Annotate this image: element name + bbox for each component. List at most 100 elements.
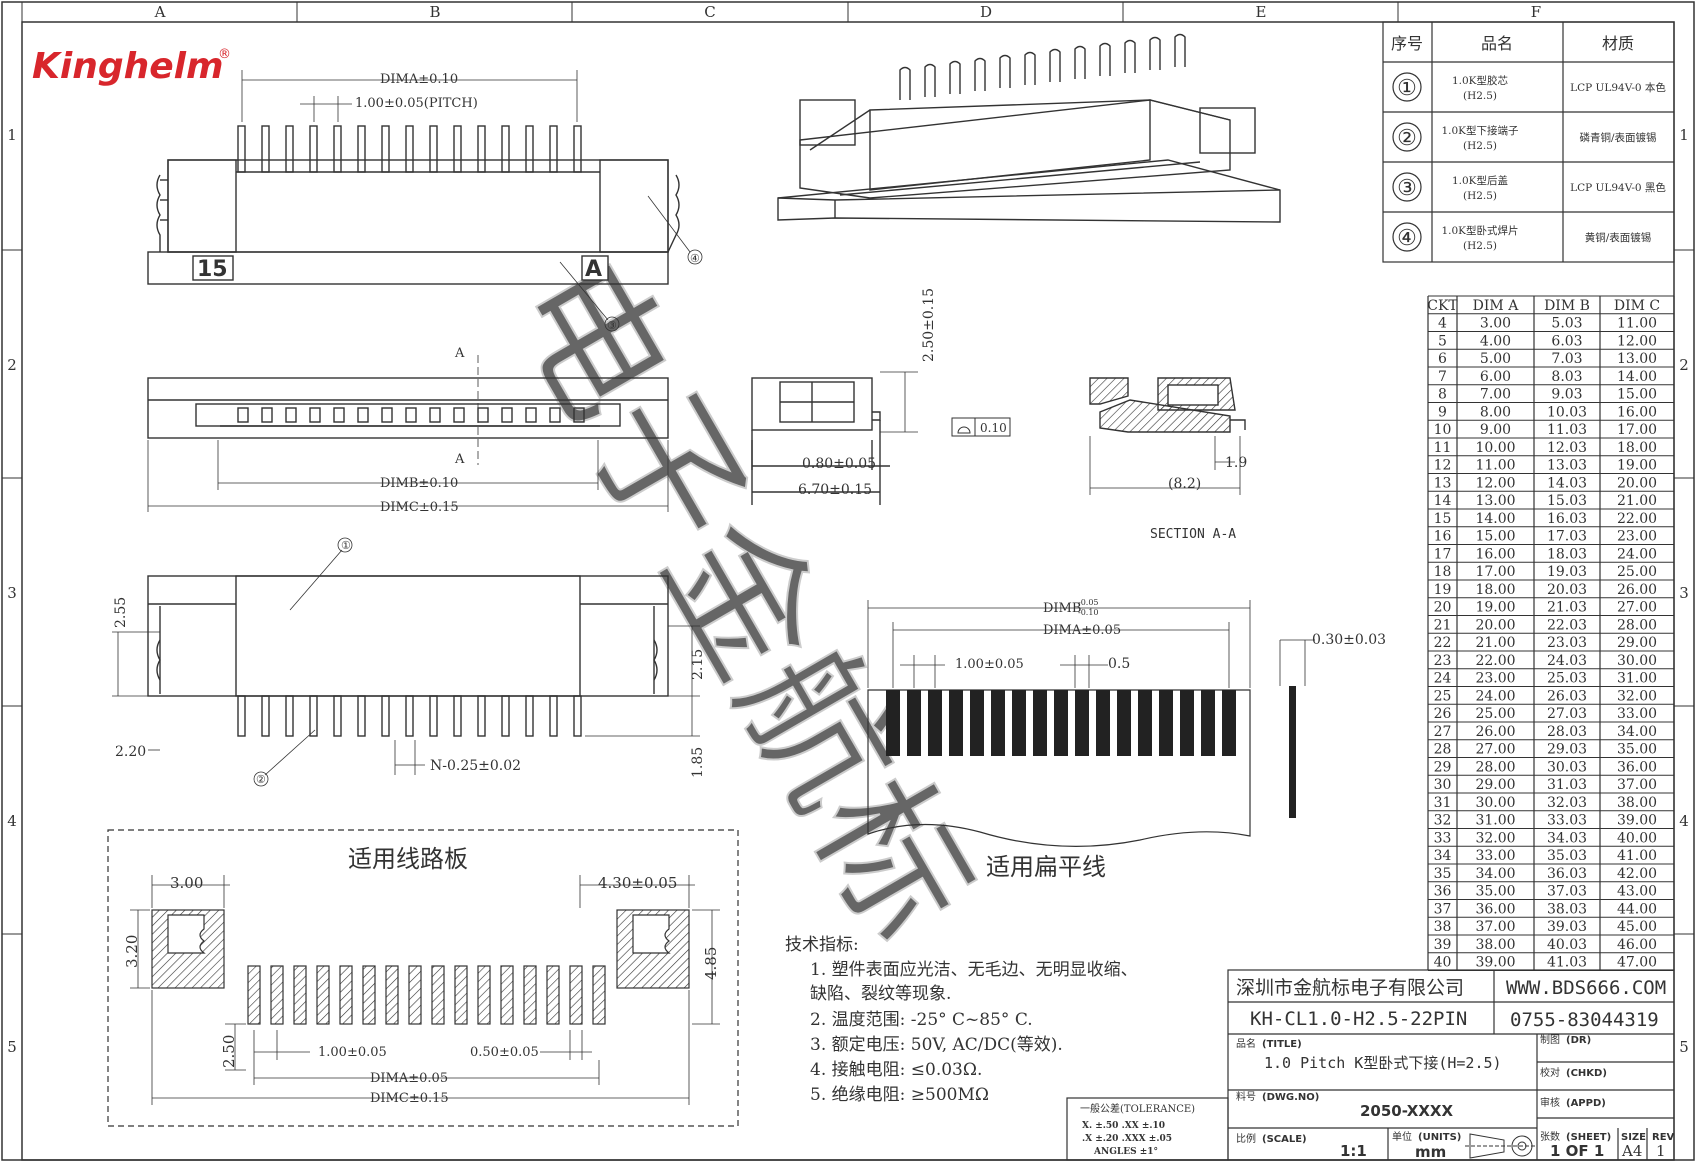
part-number: KH-CL1.0-H2.5-22PIN xyxy=(1250,1008,1467,1030)
dim-table-cell: 29 xyxy=(1434,759,1452,775)
dim-table-cell: 30.00 xyxy=(1617,653,1657,669)
note-1b: 缺陷、裂纹等现象. xyxy=(810,984,951,1004)
row-label-4-right: 4 xyxy=(1679,812,1689,830)
company-phone: 0755-83044319 xyxy=(1510,1009,1659,1031)
dim-table-cell: 20.00 xyxy=(1475,617,1515,633)
dim-table-cell: 10.00 xyxy=(1475,440,1515,456)
dim-table-cell: 31.00 xyxy=(1475,813,1515,829)
dim-table-cell: 29.00 xyxy=(1475,777,1515,793)
dim-table-cell: 19 xyxy=(1434,582,1452,598)
note-2: 2. 温度范围: -25° C~85° C. xyxy=(810,1010,1033,1030)
dim-table-cell: 44.00 xyxy=(1617,901,1657,917)
section-dim-1-9: 1.9 xyxy=(1225,455,1247,471)
dim-table-cell: 4 xyxy=(1438,316,1447,332)
dim-table-cell: 12 xyxy=(1434,458,1452,474)
col-label-a: A xyxy=(154,3,166,21)
dim-table-cell: 19.00 xyxy=(1617,458,1657,474)
pcb-pads xyxy=(247,965,606,1025)
dim-table-cell: 37.00 xyxy=(1475,919,1515,935)
dwg-number: 2050-XXXX xyxy=(1360,1102,1453,1120)
dim-table-cell: 34.00 xyxy=(1475,866,1515,882)
dim-table-cell: 22.00 xyxy=(1475,653,1515,669)
note-5: 5. 绝缘电阻: ≥500MΩ xyxy=(810,1085,989,1105)
dim-table-cell: 27.00 xyxy=(1475,742,1515,758)
dim-table-cell: 11.00 xyxy=(1475,458,1515,474)
pcb-pad-width: 0.50±0.05 xyxy=(470,1045,539,1060)
dim-table-cell: 18.00 xyxy=(1475,582,1515,598)
bom-row-2-name: 1.0K型下接端子 xyxy=(1441,124,1518,137)
tolerance-line-3: ANGLES ±1° xyxy=(1093,1147,1158,1157)
units-label: 单位 xyxy=(1392,1130,1412,1143)
logo-reg-mark: ® xyxy=(218,47,231,62)
tail-dim: 0.80±0.05 xyxy=(802,456,876,472)
bom-table: 序号 品名 材质 1.0K型胶芯 (H2.5) LCP UL94V-0 本色 1… xyxy=(1382,21,1675,263)
dim-table-cell: 24.00 xyxy=(1475,688,1515,704)
dim-table-cell: 12.00 xyxy=(1617,333,1657,349)
logo-text: Kinghelm xyxy=(32,46,224,87)
dim-2-15: 2.15 xyxy=(690,649,706,680)
company-name: 深圳市金航标电子有限公司 xyxy=(1236,977,1464,999)
callout-3-front: ③ xyxy=(607,319,617,332)
front-view xyxy=(147,70,703,332)
dim-table-cell: 25.03 xyxy=(1547,671,1587,687)
dim-table-cell: 26.03 xyxy=(1547,688,1587,704)
dim-table-cell: 15 xyxy=(1434,511,1452,527)
bom-header-material: 材质 xyxy=(1602,34,1634,53)
dim-table-cell: 21.00 xyxy=(1475,635,1515,651)
bom-row-2-mat: 磷青铜/表面镀锡 xyxy=(1579,131,1656,144)
dim-table-cell: 24 xyxy=(1434,671,1452,687)
dim-table-header: DIM B xyxy=(1544,298,1590,314)
dim-table-cell: 32.00 xyxy=(1475,830,1515,846)
dim-table-cell: 6.00 xyxy=(1480,369,1511,385)
pcb-dim-a: DIMA±0.05 xyxy=(370,1071,448,1086)
dim-table-cell: 35 xyxy=(1434,866,1452,882)
dim-table-cell: 35.03 xyxy=(1547,848,1587,864)
dim-table-cell: 38.00 xyxy=(1617,795,1657,811)
pcb-dim-3-00: 3.00 xyxy=(170,874,203,892)
bottom-view-labels: ① ② 2.55 2.15 2.20 1.85 N-0.25±0.02 xyxy=(113,539,706,786)
dim-table-cell: 26.00 xyxy=(1475,724,1515,740)
title-label: 品名 xyxy=(1236,1037,1256,1050)
dim-table-cell: 28.00 xyxy=(1617,617,1657,633)
dim-table-cell: 13.00 xyxy=(1617,351,1657,367)
rev-label: REV xyxy=(1652,1132,1675,1143)
end-view xyxy=(751,371,1011,505)
row-label-5: 5 xyxy=(7,1038,17,1056)
dim-table-cell: 36.00 xyxy=(1617,759,1657,775)
dim-2-55: 2.55 xyxy=(113,597,129,628)
dim-table-cell: 27 xyxy=(1434,724,1452,740)
dim-table-cell: 37.03 xyxy=(1547,884,1587,900)
position-a-marker: A xyxy=(585,257,602,282)
dim-table-cell: 13.03 xyxy=(1547,458,1587,474)
flatness-value: 0.10 xyxy=(980,421,1007,435)
section-dim-8-2: (8.2) xyxy=(1168,476,1201,492)
bottom-view-pins xyxy=(237,695,582,737)
row-label-2-right: 2 xyxy=(1679,356,1689,374)
side-view-labels: A A DIMB±0.10 DIMC±0.15 xyxy=(380,346,465,515)
dim-table-cell: 21 xyxy=(1434,617,1452,633)
bom-row-1-sub: (H2.5) xyxy=(1463,90,1497,102)
row-label-4: 4 xyxy=(7,812,17,830)
bom-row-4-mat: 黄铜/表面镀锡 xyxy=(1585,231,1652,244)
size-value: A4 xyxy=(1621,1142,1642,1160)
dim-table-cell: 43.00 xyxy=(1617,884,1657,900)
dim-table-cell: 32 xyxy=(1434,813,1452,829)
dim-table-cell: 9.00 xyxy=(1480,422,1511,438)
company-website: WWW.BDS666.COM xyxy=(1506,977,1666,999)
dim-table-cell: 32.00 xyxy=(1617,688,1657,704)
dim-table-cell: 22.03 xyxy=(1547,617,1587,633)
scale-label-en: (SCALE) xyxy=(1262,1134,1307,1145)
dim-table-cell: 25.00 xyxy=(1475,706,1515,722)
dim-table-cell: 32.03 xyxy=(1547,795,1587,811)
dim-table-cell: 14.03 xyxy=(1547,475,1587,491)
dim-table-cell: 13 xyxy=(1434,475,1452,491)
pcb-dim-2-50: 2.50 xyxy=(220,1035,238,1068)
dim-table-cell: 9.03 xyxy=(1551,387,1582,403)
dim-table-cell: 17.00 xyxy=(1617,422,1657,438)
dim-table-header: CKT xyxy=(1427,298,1458,314)
dim-table-cell: 20.00 xyxy=(1617,475,1657,491)
dim-table-cell: 11.00 xyxy=(1617,316,1657,332)
approved-label: 审核 xyxy=(1540,1096,1560,1109)
dim-table-cell: 36.03 xyxy=(1547,866,1587,882)
